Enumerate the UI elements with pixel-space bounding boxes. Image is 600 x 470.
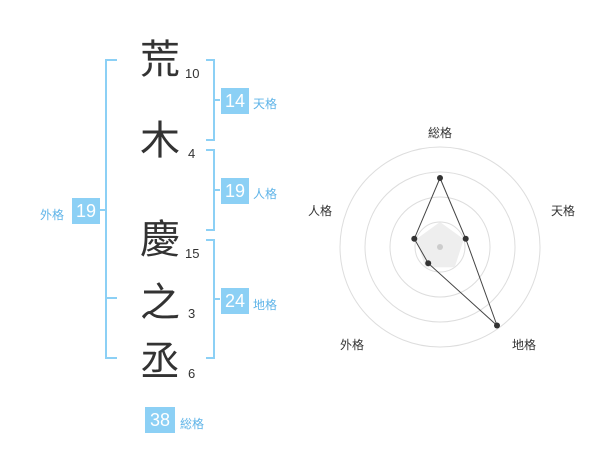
radar-point-5	[411, 235, 418, 242]
radar-point-4	[425, 260, 432, 267]
radar-ring	[364, 171, 516, 323]
radar-axis-label-gaikaku: 外格	[340, 338, 365, 352]
gaikaku-label: 外格	[40, 208, 65, 222]
stroke-count-2: 4	[188, 146, 196, 161]
stroke-count-5: 6	[188, 366, 196, 381]
radar-point-3	[494, 322, 500, 329]
radar-axis-label-soukaku: 総格	[428, 126, 453, 140]
radar-center-dot	[437, 244, 443, 250]
tenkaku-value: 14	[221, 88, 249, 114]
name-char-4: 之	[140, 280, 180, 326]
tenkaku-label: 天格	[253, 97, 278, 111]
name-char-1: 荒	[140, 37, 180, 83]
stroke-count-1: 10	[185, 66, 200, 81]
soukaku-label: 総格	[180, 417, 205, 431]
jinkaku-label: 人格	[253, 187, 278, 201]
stroke-count-4: 3	[188, 306, 196, 321]
soukaku-value: 38	[145, 407, 175, 433]
radar-ring	[339, 146, 541, 348]
chikaku-label: 地格	[253, 298, 278, 312]
name-char-2: 木	[140, 118, 180, 164]
name-char-5: 丞	[140, 339, 180, 385]
stroke-count-3: 15	[185, 246, 200, 261]
radar-point-1	[437, 175, 443, 181]
radar-axis-label-tenkaku: 天格	[551, 204, 576, 218]
radar-data-polygon	[413, 176, 498, 326]
gaikaku-value: 19	[72, 198, 100, 224]
radar-ring	[389, 196, 491, 298]
chikaku-value: 24	[221, 288, 249, 314]
radar-axis-label-jinkaku: 人格	[308, 204, 333, 218]
name-char-3: 慶	[140, 217, 180, 263]
radar-axis-label-chikaku: 地格	[512, 338, 537, 352]
radar-point-2	[462, 235, 469, 242]
jinkaku-value: 19	[221, 178, 249, 204]
